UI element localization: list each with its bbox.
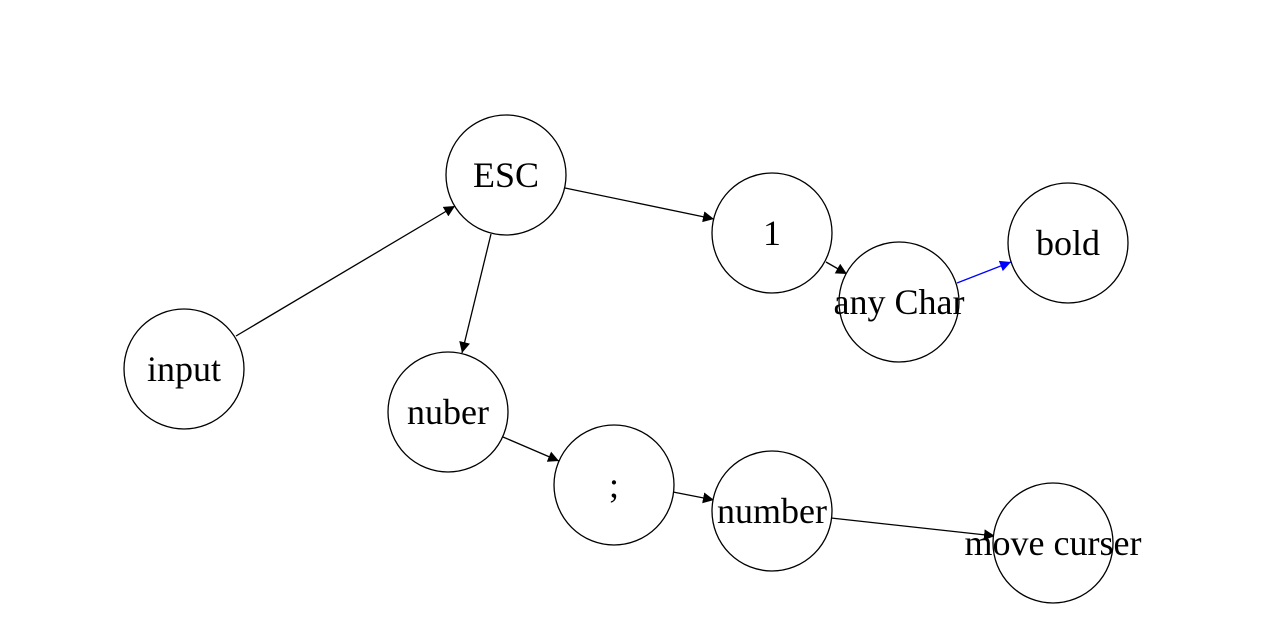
node-1-label: 1 <box>763 213 781 253</box>
node-labels: input ESC 1 any Char bold nuber ; number… <box>147 155 1141 563</box>
node-input-label: input <box>147 349 221 389</box>
edge-semicolon-to-number <box>672 491 715 504</box>
edge-esc-to-nuber <box>459 233 492 354</box>
node-input-circle <box>123 308 245 430</box>
node-number-circle <box>711 450 833 572</box>
edge-esc-to-1 <box>564 187 715 223</box>
node-movecurser-circle <box>992 482 1114 604</box>
node-semicolon-circle <box>553 424 675 546</box>
node-anychar-label: any Char <box>834 282 965 322</box>
edge-nuber-to-semicolon <box>502 436 560 462</box>
node-bold-label: bold <box>1036 223 1100 263</box>
node-number-label: number <box>717 491 827 531</box>
node-1-circle <box>711 172 833 294</box>
node-anychar-circle <box>838 241 960 363</box>
node-circles <box>123 114 1129 604</box>
node-movecurser-label: move curser <box>965 523 1142 563</box>
node-nuber-circle <box>387 351 509 473</box>
node-esc-circle <box>445 114 567 236</box>
edge-anychar-to-bold <box>956 260 1012 284</box>
node-semicolon-label: ; <box>609 465 619 505</box>
edge-1-to-anychar <box>825 261 848 275</box>
node-esc-label: ESC <box>473 155 539 195</box>
edges <box>235 187 1012 541</box>
edge-number-to-movecurser <box>830 517 996 541</box>
node-nuber-label: nuber <box>407 392 489 432</box>
node-bold-circle <box>1007 182 1129 304</box>
edge-input-to-esc <box>235 205 456 337</box>
